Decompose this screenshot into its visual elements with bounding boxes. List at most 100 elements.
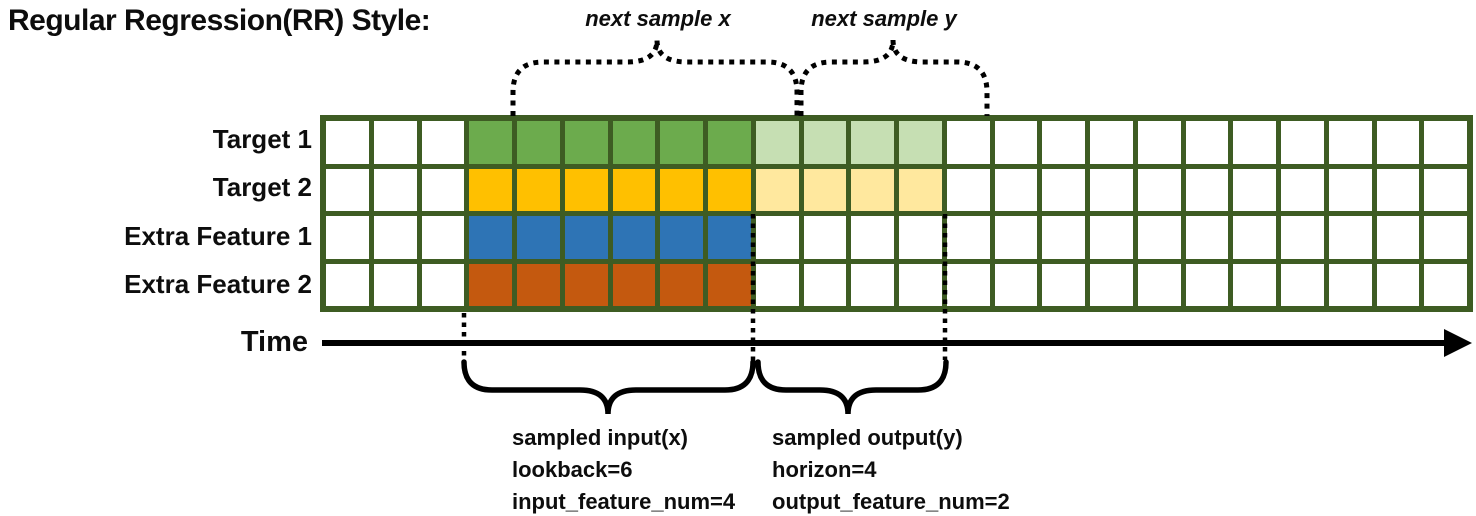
grid-cell	[994, 121, 1038, 164]
grid-cell	[326, 121, 369, 164]
grid-cell	[1376, 168, 1420, 211]
grid-cell	[1090, 263, 1133, 306]
grid-cell	[755, 263, 799, 306]
grid-cell	[946, 121, 990, 164]
grid-cell	[803, 121, 847, 164]
grid-cell	[373, 216, 417, 259]
grid-cell	[946, 263, 990, 306]
grid-cell	[612, 216, 656, 259]
grid-cell	[1090, 216, 1133, 259]
grid-cell	[1233, 216, 1276, 259]
grid-cell	[1137, 121, 1181, 164]
next-sample-y-label: next sample y	[811, 6, 957, 31]
row-label-extra-feature-2: Extra Feature 2	[0, 260, 312, 308]
grid-cell	[660, 168, 703, 211]
grid-cell	[1137, 263, 1181, 306]
grid-cell	[326, 263, 369, 306]
grid-cell	[1376, 216, 1420, 259]
grid-cell	[755, 168, 799, 211]
grid-cell	[1328, 263, 1372, 306]
row-label-text: Extra Feature 2	[124, 268, 312, 299]
grid-cell	[1042, 263, 1085, 306]
grid-cell	[564, 216, 608, 259]
grid-cell	[994, 216, 1038, 259]
grid-cell	[421, 216, 465, 259]
grid-cell	[1376, 121, 1420, 164]
sampled-input-title: sampled input(x)	[512, 425, 689, 450]
row-label-target-1: Target 1	[0, 115, 312, 163]
grid-cell	[1328, 121, 1372, 164]
grid-cell	[899, 121, 942, 164]
grid-cell	[373, 168, 417, 211]
grid-cell	[421, 121, 465, 164]
grid-cell	[994, 263, 1038, 306]
grid-cell	[469, 263, 512, 306]
grid-cell	[803, 216, 847, 259]
grid-cell	[1042, 121, 1085, 164]
grid-cell	[1090, 168, 1133, 211]
grid-cell	[755, 121, 799, 164]
grid-cell	[1233, 263, 1276, 306]
grid-cell	[708, 168, 751, 211]
grid-cell	[803, 168, 847, 211]
row-label-extra-feature-1: Extra Feature 1	[0, 212, 312, 260]
sampled-input-brace	[461, 359, 756, 415]
sampled-output-brace	[755, 359, 949, 415]
grid-cell	[708, 121, 751, 164]
grid-cell	[1281, 168, 1324, 211]
sample-window-grid	[320, 115, 1473, 312]
grid-cell	[517, 121, 560, 164]
grid-cell	[564, 168, 608, 211]
sampled-output-title: sampled output(y)	[772, 425, 963, 450]
row-label-text: Extra Feature 1	[124, 220, 312, 251]
grid-cell	[899, 168, 942, 211]
grid-cell	[946, 216, 990, 259]
grid-cell	[564, 121, 608, 164]
grid-cell	[851, 263, 894, 306]
grid-cell	[1233, 121, 1276, 164]
grid-cell	[1185, 121, 1229, 164]
grid-cell	[851, 121, 894, 164]
grid-cell	[373, 121, 417, 164]
grid-cell	[517, 263, 560, 306]
grid-cell	[755, 216, 799, 259]
grid-cell	[899, 216, 942, 259]
grid-cell	[1233, 168, 1276, 211]
grid-cell	[851, 168, 894, 211]
grid-cell	[1185, 216, 1229, 259]
sampled-input-annotation: sampled input(x) lookback=6 input_featur…	[512, 422, 735, 516]
grid-cell	[612, 168, 656, 211]
grid-cell	[1328, 168, 1372, 211]
output-feature-num-value: output_feature_num=2	[772, 489, 1010, 514]
grid-cell	[612, 263, 656, 306]
grid-cell	[994, 168, 1038, 211]
grid-cell	[899, 263, 942, 306]
grid-cell	[564, 263, 608, 306]
grid-cell	[517, 168, 560, 211]
grid-cell	[1424, 263, 1467, 306]
grid-cell	[326, 216, 369, 259]
next-sample-y-brace	[798, 39, 990, 116]
grid-cell	[1328, 216, 1372, 259]
grid-cell	[1042, 168, 1085, 211]
horizon-value: horizon=4	[772, 457, 877, 482]
lookback-value: lookback=6	[512, 457, 633, 482]
grid-cell	[803, 263, 847, 306]
grid-cell	[1090, 121, 1133, 164]
grid-cell	[1042, 216, 1085, 259]
grid-cell	[1281, 121, 1324, 164]
grid-cell	[1137, 168, 1181, 211]
row-label-text: Target 1	[212, 123, 312, 154]
grid-cell	[1281, 216, 1324, 259]
page-title: Regular Regression(RR) Style:	[8, 4, 431, 37]
grid-cell	[612, 121, 656, 164]
grid-cell	[1185, 168, 1229, 211]
grid-cell	[1424, 216, 1467, 259]
grid-cell	[1424, 168, 1467, 211]
grid-cell	[421, 263, 465, 306]
grid-cell	[946, 168, 990, 211]
row-label-target-2: Target 2	[0, 163, 312, 211]
grid-cell	[1424, 121, 1467, 164]
grid-cell	[660, 216, 703, 259]
